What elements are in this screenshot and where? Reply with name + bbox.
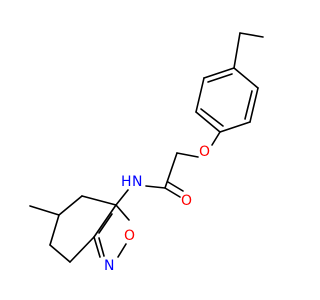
bond bbox=[29, 205, 60, 216]
bonds bbox=[29, 32, 264, 263]
bond bbox=[115, 189, 129, 206]
bond bbox=[81, 195, 117, 206]
bond bbox=[211, 131, 221, 146]
amide-hydrogen-label: H bbox=[121, 174, 132, 190]
ether-oxygen-label: O bbox=[199, 144, 210, 160]
bond bbox=[195, 111, 221, 133]
bond bbox=[233, 32, 241, 69]
bond bbox=[98, 213, 113, 234]
bond bbox=[145, 185, 166, 189]
bond bbox=[49, 244, 71, 263]
bond bbox=[207, 73, 233, 83]
bond bbox=[49, 214, 60, 246]
bond bbox=[58, 195, 83, 216]
atom-labels: O O H N O N bbox=[104, 144, 210, 274]
bond bbox=[167, 181, 184, 192]
ring-oxygen-label: O bbox=[124, 228, 135, 244]
bond bbox=[69, 236, 95, 263]
bond bbox=[244, 90, 253, 120]
carbonyl-oxygen-label: O bbox=[181, 193, 192, 209]
bond bbox=[115, 204, 130, 221]
bond bbox=[200, 108, 224, 127]
bond bbox=[219, 121, 251, 133]
ring-nitrogen-label: N bbox=[104, 258, 114, 274]
bond bbox=[239, 32, 264, 38]
bond bbox=[176, 152, 199, 158]
bond bbox=[164, 152, 178, 189]
bond bbox=[203, 67, 235, 79]
bond bbox=[164, 187, 181, 198]
bond bbox=[117, 243, 127, 258]
bond bbox=[98, 237, 105, 257]
bond bbox=[93, 204, 117, 238]
bond bbox=[233, 67, 259, 89]
bond bbox=[249, 87, 259, 123]
amide-nitrogen-label: N bbox=[132, 174, 142, 190]
bond bbox=[93, 236, 101, 258]
molecule-structure: O O H N O N bbox=[29, 32, 264, 274]
bond bbox=[195, 77, 205, 113]
